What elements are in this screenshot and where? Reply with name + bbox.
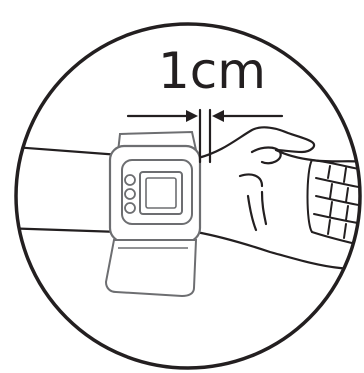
device-button-2 (125, 189, 135, 199)
left-arrowhead (186, 110, 198, 122)
hand-outline (196, 127, 364, 268)
measurement-arrows (128, 110, 282, 122)
circle-contents: 1cm (0, 42, 364, 296)
right-arrowhead (212, 110, 224, 122)
device-button-1 (125, 175, 135, 185)
measurement-label: 1cm (158, 42, 266, 100)
device-button-3 (125, 203, 135, 213)
wrist-monitor (106, 132, 200, 296)
